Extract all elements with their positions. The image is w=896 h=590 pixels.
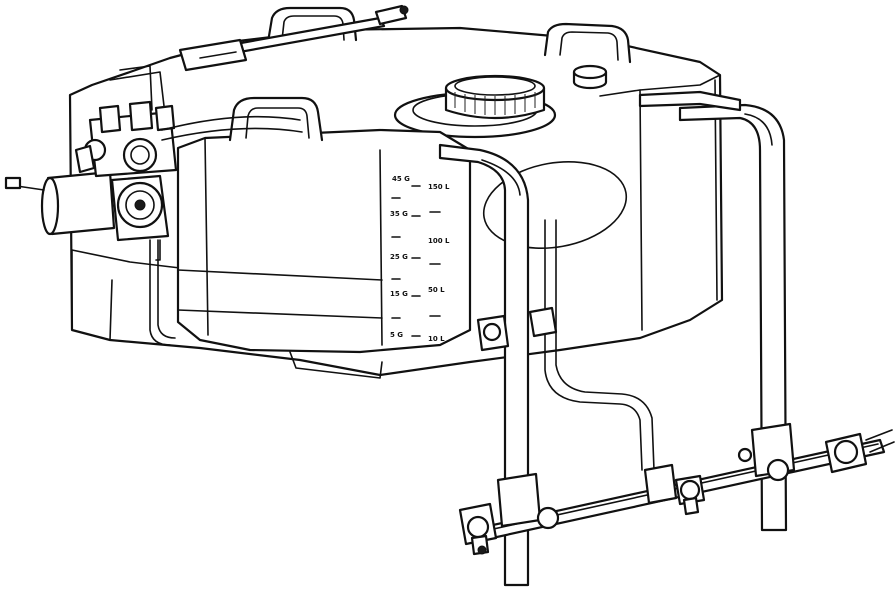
volume-gauge: 45 G 35 G 25 G 15 G 5 G 150 L 100 L 50 L…	[390, 175, 450, 343]
filler-cap	[393, 74, 557, 139]
gauge-100l: 100 L	[428, 237, 450, 245]
spray-wand	[178, 4, 409, 72]
outlet-fittings	[289, 306, 558, 379]
pump-assembly	[4, 65, 303, 346]
boom-frame	[438, 90, 788, 587]
vent-cap	[572, 64, 608, 90]
gauge-15g: 15 G	[390, 290, 408, 298]
gauge-5g: 5 G	[390, 331, 403, 339]
gauge-10l: 10 L	[428, 335, 445, 343]
boom-clamps	[496, 422, 796, 530]
front-tank	[176, 96, 628, 354]
gauge-150l: 150 L	[428, 183, 450, 191]
gauge-45g: 45 G	[392, 175, 410, 183]
gauge-50l: 50 L	[428, 286, 445, 294]
gauge-35g: 35 G	[390, 210, 408, 218]
spray-nozzles	[458, 429, 895, 556]
gauge-25g: 25 G	[390, 253, 408, 261]
